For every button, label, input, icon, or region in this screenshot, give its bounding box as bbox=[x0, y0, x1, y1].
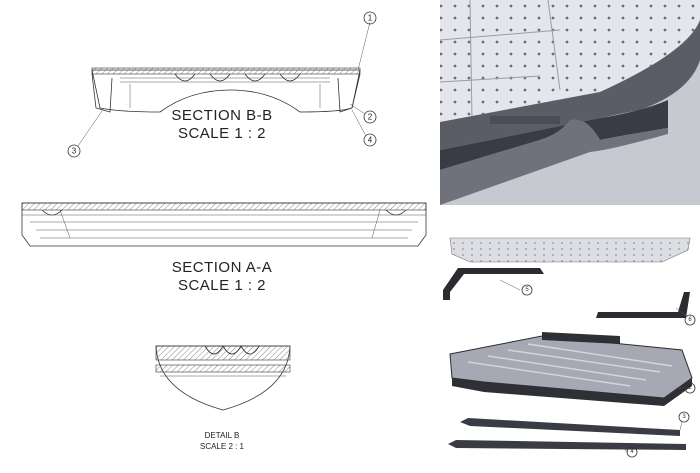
section-bb-scale: SCALE 1 : 2 bbox=[178, 125, 266, 142]
section-bb-view: SECTION B-B SCALE 1 : 2 1 2 4 3 bbox=[67, 11, 377, 158]
detail-b-title: DETAIL B bbox=[205, 431, 240, 440]
detail-b-scale: SCALE 2 : 1 bbox=[200, 442, 245, 451]
tray-render-closeup bbox=[439, 0, 700, 205]
section-aa-view: SECTION A-A SCALE 1 : 2 bbox=[21, 202, 427, 294]
balloon-4-exploded: 4 bbox=[630, 449, 634, 455]
balloon-4: 4 bbox=[368, 136, 373, 145]
balloon-5: 5 bbox=[525, 287, 529, 293]
section-aa-scale: SCALE 1 : 2 bbox=[178, 277, 266, 294]
balloon-2: 2 bbox=[368, 113, 373, 122]
detail-b-view: DETAIL B SCALE 2 : 1 bbox=[155, 345, 291, 451]
section-aa-title: SECTION A-A bbox=[172, 259, 273, 276]
exploded-view: 5 6 2 3 4 bbox=[443, 237, 696, 458]
balloon-6: 6 bbox=[688, 317, 692, 323]
balloon-1: 1 bbox=[368, 14, 373, 23]
balloon-3-exploded: 3 bbox=[682, 414, 686, 420]
balloon-3: 3 bbox=[72, 147, 77, 156]
balloon-2-exploded: 2 bbox=[688, 385, 692, 391]
section-bb-title: SECTION B-B bbox=[171, 107, 272, 124]
